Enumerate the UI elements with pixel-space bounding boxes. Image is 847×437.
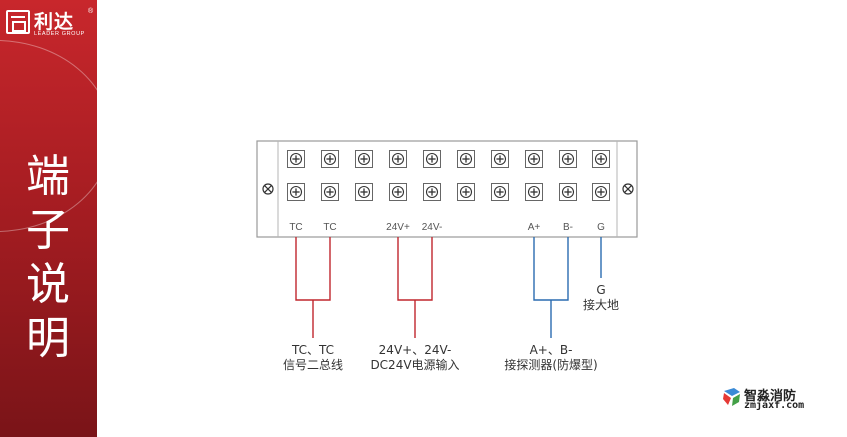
terminal-screw-icon [491,150,509,168]
terminal-screw-icon [525,150,543,168]
label-line-2: 接探测器(防爆型) [504,358,598,372]
label-line-1: 24V+、24V- [378,343,452,357]
label-line-1: G [596,283,606,297]
terminal-label: A+ [528,222,541,233]
watermark-name: 智淼消防 [744,389,797,404]
label-line-2: DC24V电源输入 [370,358,460,372]
terminal-label: 24V- [422,222,443,233]
wire-group-label: 24V+、24V-DC24V电源输入 [335,343,495,373]
terminal-block-body [256,140,638,238]
terminal-screw-icon [287,150,305,168]
terminal-screw-icon [592,150,610,168]
title-char-1: 端 [26,151,70,202]
terminal-label: TC [323,222,336,233]
brand-registered-mark: ® [88,8,94,15]
wire-tc-pair [295,237,331,338]
mount-screw-right [622,183,634,195]
terminal-screw-icon [389,183,407,201]
terminal-screw-icon [525,183,543,201]
title-char-3: 说 [26,259,70,310]
terminal-label: 24V+ [386,222,410,233]
terminal-screw-icon [287,183,305,201]
watermark-logo-icon [723,388,740,406]
label-line-1: A+、B- [529,343,573,357]
terminal-screw-icon [389,150,407,168]
terminal-screw-icon [457,150,475,168]
wire-ab-pair [533,237,569,338]
terminal-screw-icon [559,183,577,201]
label-line-2: 接大地 [582,298,619,312]
watermark-url: zmjaxf.com [744,400,805,411]
title-char-4: 明 [26,313,70,364]
terminal-screw-icon [559,150,577,168]
terminal-screw-icon [592,183,610,201]
page-title: 端 子 说 明 [18,150,78,366]
terminal-label: B- [563,222,573,233]
brand-name: 利达 [34,11,75,33]
brand-logo-icon [6,10,30,34]
terminal-screw-icon [355,150,373,168]
wire-24v-pair [397,237,433,338]
terminal-label: G [597,222,605,233]
terminal-screw-icon [355,183,373,201]
terminal-screw-icon [321,150,339,168]
label-line-1: TC、TC [291,343,334,357]
wire-group-label: A+、B-接探测器(防爆型) [471,343,631,373]
label-line-2: 信号二总线 [282,358,343,372]
sidebar-panel: 利达 ® LEADER GROUP 端 子 说 明 [0,0,97,437]
terminal-screw-icon [321,183,339,201]
terminal-screw-icon [423,183,441,201]
terminal-label: TC [289,222,302,233]
terminal-screw-icon [423,150,441,168]
mount-screw-left [262,183,274,195]
title-char-2: 子 [26,205,70,256]
terminal-screw-icon [457,183,475,201]
terminal-screw-icon [491,183,509,201]
brand-subtitle: LEADER GROUP [34,31,85,37]
